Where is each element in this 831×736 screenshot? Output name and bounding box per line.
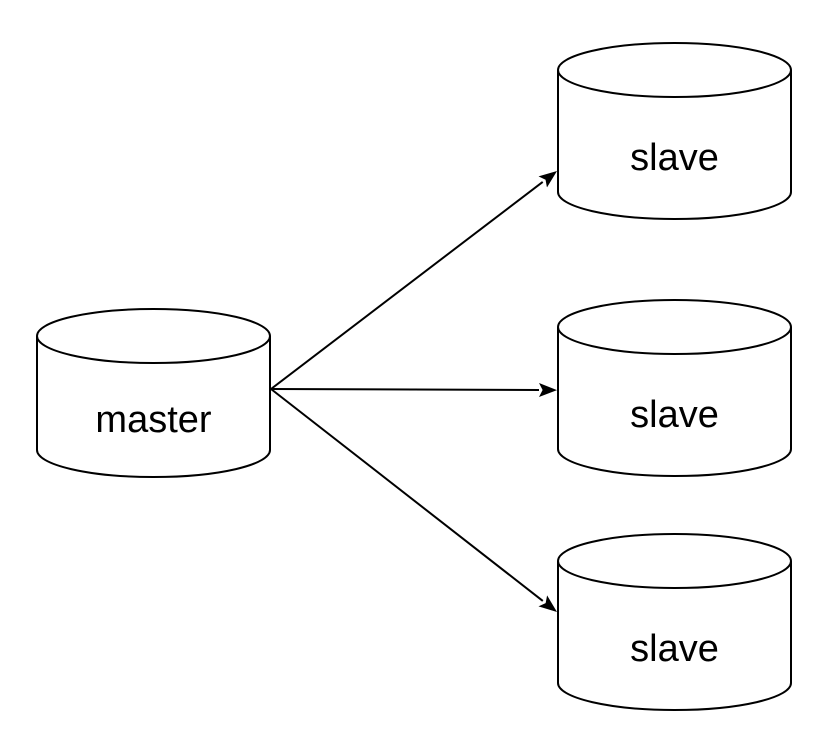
node-slave-bottom: slave: [557, 533, 792, 711]
slave-bottom-label: slave: [630, 628, 719, 670]
node-slave-top: slave: [557, 42, 792, 220]
cylinder-top-rim: [557, 69, 792, 98]
node-master: master: [36, 308, 271, 478]
database-cylinder-icon: [36, 308, 271, 478]
edge-master-to-slave-bottom: [270, 388, 557, 612]
master-label: master: [95, 399, 211, 441]
database-cylinder-icon: [557, 533, 792, 711]
cylinder-top-rim: [557, 326, 792, 355]
slave-top-label: slave: [630, 137, 719, 179]
slave-middle-label: slave: [630, 394, 719, 436]
database-cylinder-icon: [557, 299, 792, 477]
edge-master-to-slave-top: [270, 170, 558, 390]
database-cylinder-icon: [557, 42, 792, 220]
edge-master-to-slave-middle: [270, 383, 557, 397]
cylinder-top-rim: [36, 335, 271, 364]
cylinder-top-rim: [557, 560, 792, 589]
node-slave-middle: slave: [557, 299, 792, 477]
edges: [270, 170, 558, 612]
